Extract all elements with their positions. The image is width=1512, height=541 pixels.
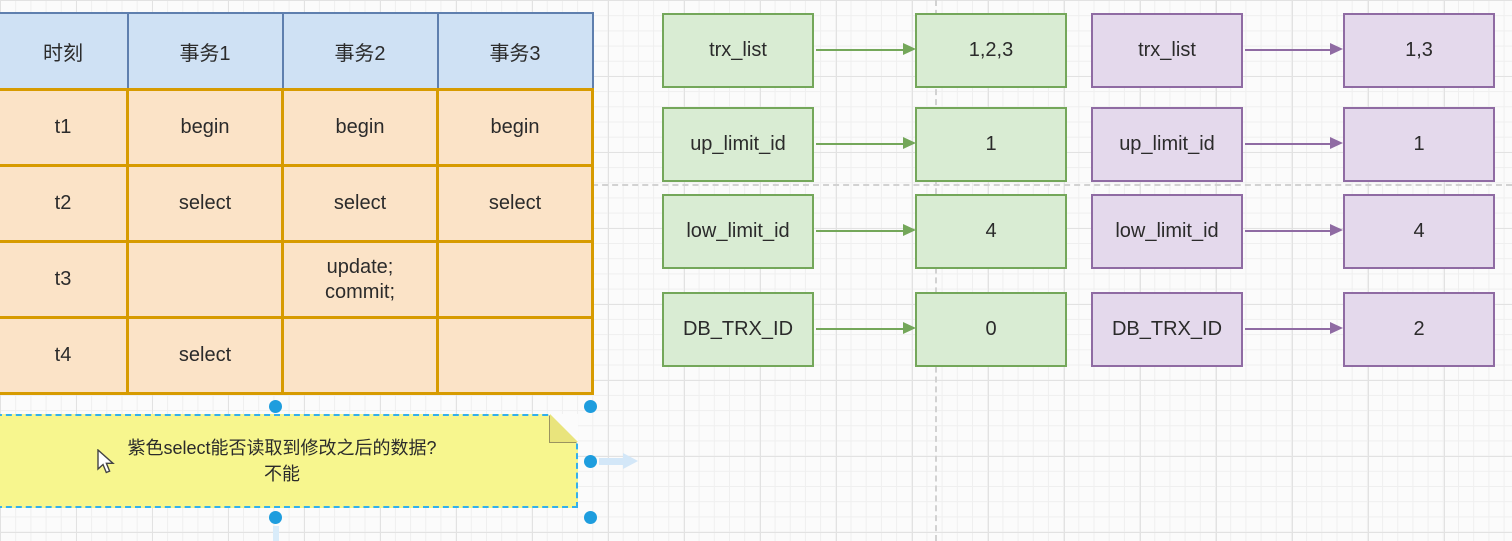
header-cell-tx2[interactable]: 事务2 <box>281 12 439 91</box>
table-cell[interactable] <box>281 316 439 395</box>
time-cell[interactable]: t2 <box>0 164 129 243</box>
readview-purple-value-low-limit-id[interactable]: 4 <box>1343 194 1495 269</box>
readview-green-value-trx-list[interactable]: 1,2,3 <box>915 13 1067 88</box>
readview-green-value-db-trx-id[interactable]: 0 <box>915 292 1067 367</box>
note-text-line1: 紫色select能否读取到修改之后的数据? <box>127 437 437 458</box>
readview-purple-value-up-limit-id[interactable]: 1 <box>1343 107 1495 182</box>
table-cell[interactable]: begin <box>126 88 284 167</box>
selection-handle-bottom-right[interactable] <box>584 511 597 524</box>
direction-hint-down-icon[interactable] <box>273 526 279 541</box>
readview-green-label-trx-list[interactable]: trx_list <box>662 13 814 88</box>
readview-purple-value-trx-list[interactable]: 1,3 <box>1343 13 1495 88</box>
table-cell-purple-select[interactable]: select <box>126 316 284 395</box>
transaction-table[interactable]: 时刻 事务1 事务2 事务3 t1 begin begin begin t2 s… <box>0 12 594 395</box>
readview-purple-label-up-limit-id[interactable]: up_limit_id <box>1091 107 1243 182</box>
table-row: t2 select select select <box>0 164 594 243</box>
readview-green-label-up-limit-id[interactable]: up_limit_id <box>662 107 814 182</box>
table-cell[interactable]: select <box>436 164 594 243</box>
header-cell-time[interactable]: 时刻 <box>0 12 129 91</box>
table-cell[interactable] <box>436 316 594 395</box>
readview-purple-label-db-trx-id[interactable]: DB_TRX_ID <box>1091 292 1243 367</box>
header-cell-tx3[interactable]: 事务3 <box>436 12 594 91</box>
readview-purple-value-db-trx-id[interactable]: 2 <box>1343 292 1495 367</box>
table-cell[interactable]: select <box>281 164 439 243</box>
readview-green-value-low-limit-id[interactable]: 4 <box>915 194 1067 269</box>
selection-handle-bottom-center[interactable] <box>269 511 282 524</box>
time-cell[interactable]: t3 <box>0 240 129 319</box>
note-fold-icon <box>550 414 578 442</box>
mouse-cursor-icon <box>97 449 115 474</box>
time-cell[interactable]: t4 <box>0 316 129 395</box>
page-boundary-horizontal <box>582 184 1512 186</box>
readview-green-label-db-trx-id[interactable]: DB_TRX_ID <box>662 292 814 367</box>
table-row: t4 select <box>0 316 594 395</box>
readview-purple-label-trx-list[interactable]: trx_list <box>1091 13 1243 88</box>
table-row: t1 begin begin begin <box>0 88 594 167</box>
time-cell[interactable]: t1 <box>0 88 129 167</box>
table-cell[interactable]: begin <box>436 88 594 167</box>
table-cell[interactable] <box>436 240 594 319</box>
table-header-row: 时刻 事务1 事务2 事务3 <box>0 12 594 91</box>
selection-handle-right-middle[interactable] <box>584 455 597 468</box>
note-text-line2: 不能 <box>264 464 300 484</box>
selection-handle-top-right[interactable] <box>584 400 597 413</box>
table-row: t3 update; commit; <box>0 240 594 319</box>
page-boundary-vertical <box>935 0 937 541</box>
selection-handle-top-center[interactable] <box>269 400 282 413</box>
table-cell[interactable]: begin <box>281 88 439 167</box>
readview-purple-label-low-limit-id[interactable]: low_limit_id <box>1091 194 1243 269</box>
sticky-note[interactable]: 紫色select能否读取到修改之后的数据? 不能 <box>0 414 578 508</box>
table-cell-green-select[interactable]: select <box>126 164 284 243</box>
table-cell[interactable] <box>126 240 284 319</box>
table-cell[interactable]: update; commit; <box>281 240 439 319</box>
readview-green-value-up-limit-id[interactable]: 1 <box>915 107 1067 182</box>
readview-green-label-low-limit-id[interactable]: low_limit_id <box>662 194 814 269</box>
header-cell-tx1[interactable]: 事务1 <box>126 12 284 91</box>
